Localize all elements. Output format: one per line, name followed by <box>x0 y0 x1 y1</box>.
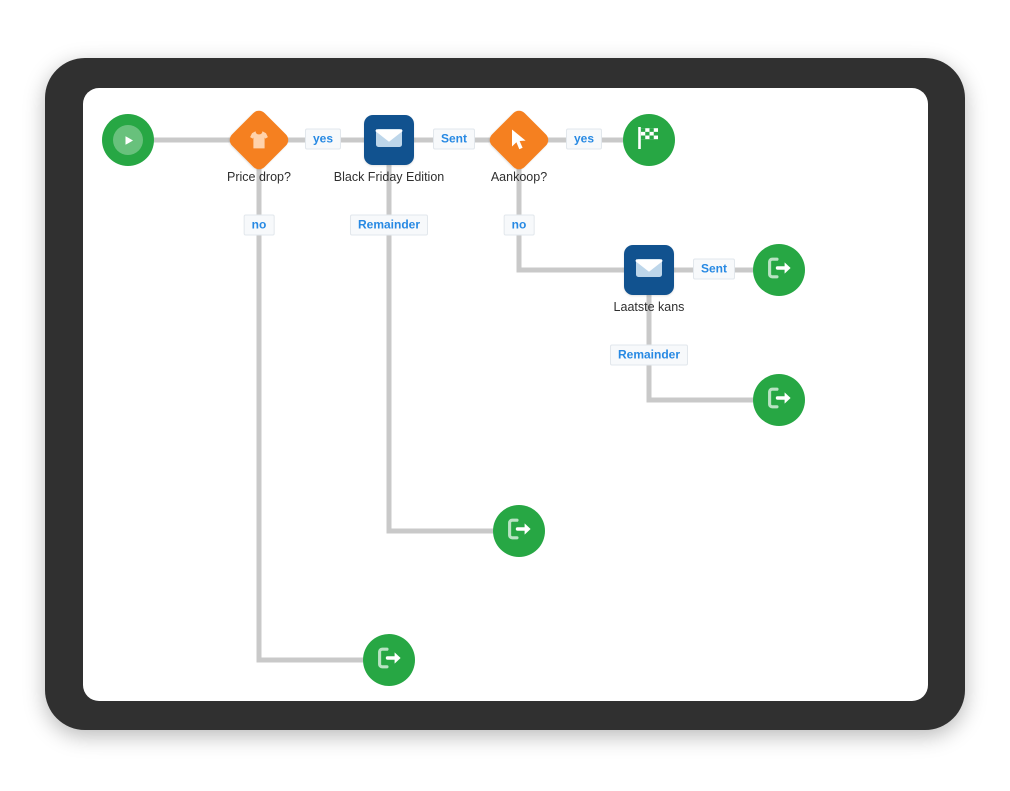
edge-label-yes-aankoop[interactable]: yes <box>565 128 603 150</box>
goal-node-circle[interactable] <box>623 114 675 166</box>
email-node-box[interactable] <box>624 245 674 295</box>
exit-icon <box>766 386 792 415</box>
node-caption-laatste-kans: Laatste kans <box>613 300 685 314</box>
edge-label-sent-blackfriday[interactable]: Sent <box>432 128 476 150</box>
checkered-flag-icon <box>635 125 663 156</box>
exit-node-circle[interactable] <box>753 244 805 296</box>
node-price-drop[interactable] <box>226 107 292 173</box>
exit-node-circle[interactable] <box>753 374 805 426</box>
edge-label-remainder-laatstekans[interactable]: Remainder <box>609 344 689 366</box>
exit-icon <box>766 256 792 285</box>
edge-label-yes-pricedrop[interactable]: yes <box>304 128 342 150</box>
node-exit-top[interactable] <box>753 244 805 296</box>
exit-node-circle[interactable] <box>493 505 545 557</box>
node-laatste-kans[interactable] <box>624 245 674 295</box>
cursor-icon <box>508 128 530 152</box>
exit-icon <box>506 517 532 546</box>
node-caption-price-drop: Price drop? <box>227 170 291 184</box>
envelope-icon <box>375 127 403 154</box>
edge-label-sent-laatstekans[interactable]: Sent <box>692 258 736 280</box>
node-exit-bottom[interactable] <box>363 634 415 686</box>
decision-diamond[interactable] <box>486 107 552 173</box>
edge-label-no-pricedrop[interactable]: no <box>243 214 275 236</box>
node-caption-aankoop: Aankoop? <box>490 170 548 184</box>
exit-node-circle[interactable] <box>363 634 415 686</box>
node-start[interactable] <box>102 114 154 166</box>
start-node-circle[interactable] <box>102 114 154 166</box>
node-black-friday[interactable] <box>364 115 414 165</box>
node-caption-black-friday: Black Friday Edition <box>333 170 445 184</box>
exit-icon <box>376 646 402 675</box>
email-node-box[interactable] <box>364 115 414 165</box>
node-exit-right[interactable] <box>753 374 805 426</box>
play-icon <box>113 125 143 155</box>
node-aankoop[interactable] <box>486 107 552 173</box>
tshirt-icon <box>247 128 271 152</box>
node-goal[interactable] <box>623 114 675 166</box>
edge-label-remainder-blackfriday[interactable]: Remainder <box>349 214 429 236</box>
envelope-icon <box>635 257 663 284</box>
node-exit-mid[interactable] <box>493 505 545 557</box>
edge-label-no-aankoop[interactable]: no <box>503 214 535 236</box>
decision-diamond[interactable] <box>226 107 292 173</box>
